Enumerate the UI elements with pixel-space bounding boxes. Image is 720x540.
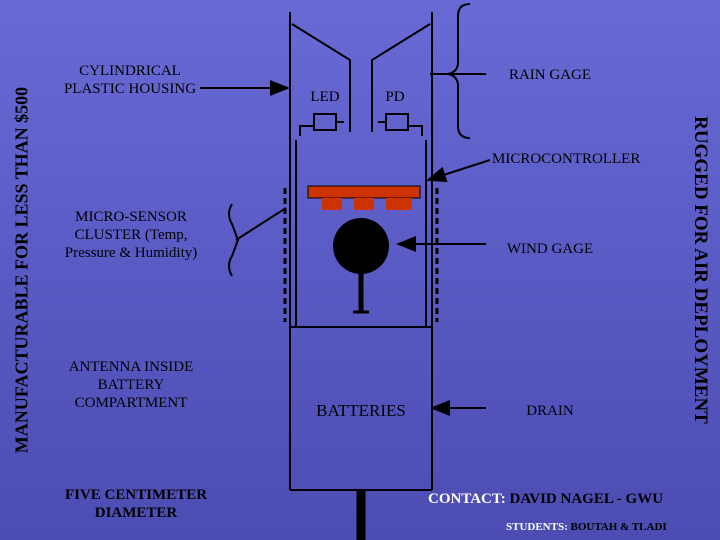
led-sensor-body xyxy=(313,113,337,131)
led-pd-sensors xyxy=(299,113,423,136)
students-prefix: STUDENTS: xyxy=(506,521,568,533)
students-names: BOUTAH & TLADI xyxy=(570,521,667,533)
batteries-label: BATTERIES xyxy=(316,401,406,420)
housing-label: CYLINDRICAL PLASTIC HOUSING xyxy=(63,63,197,97)
microcontroller-board xyxy=(307,185,421,210)
sensor-cluster-label: MICRO-SENSOR CLUSTER (Temp, Pressure & H… xyxy=(64,209,198,261)
wind-gage-device xyxy=(333,218,389,314)
drain-label: DRAIN xyxy=(526,403,574,419)
wind-gage-label: WIND GAGE xyxy=(506,241,594,257)
pd-sensor-body xyxy=(385,113,409,131)
rain-funnel xyxy=(291,23,431,132)
antenna-label: ANTENNA INSIDE BATTERY COMPARTMENT xyxy=(68,359,194,411)
contact-line: CONTACT: DAVID NAGEL - GWU xyxy=(428,490,718,508)
contact-prefix: CONTACT: xyxy=(428,491,506,507)
wall-strips xyxy=(283,188,439,322)
sensor-cluster-pointer xyxy=(235,207,287,241)
pd-label: PD xyxy=(385,89,405,105)
microcontroller-label: MICROCONTROLLER xyxy=(492,151,641,167)
diameter-label: FIVE CENTIMETER DIAMETER xyxy=(64,487,208,521)
rain-gage-label: RAIN GAGE xyxy=(508,67,592,83)
sensor-cluster-brace xyxy=(228,203,240,277)
students-line: STUDENTS: BOUTAH & TLADI xyxy=(506,518,716,536)
microcontroller-arrow xyxy=(426,159,491,183)
rain-gage-brace xyxy=(447,3,471,139)
led-label: LED xyxy=(310,89,340,105)
contact-name: DAVID NAGEL - GWU xyxy=(509,491,664,507)
